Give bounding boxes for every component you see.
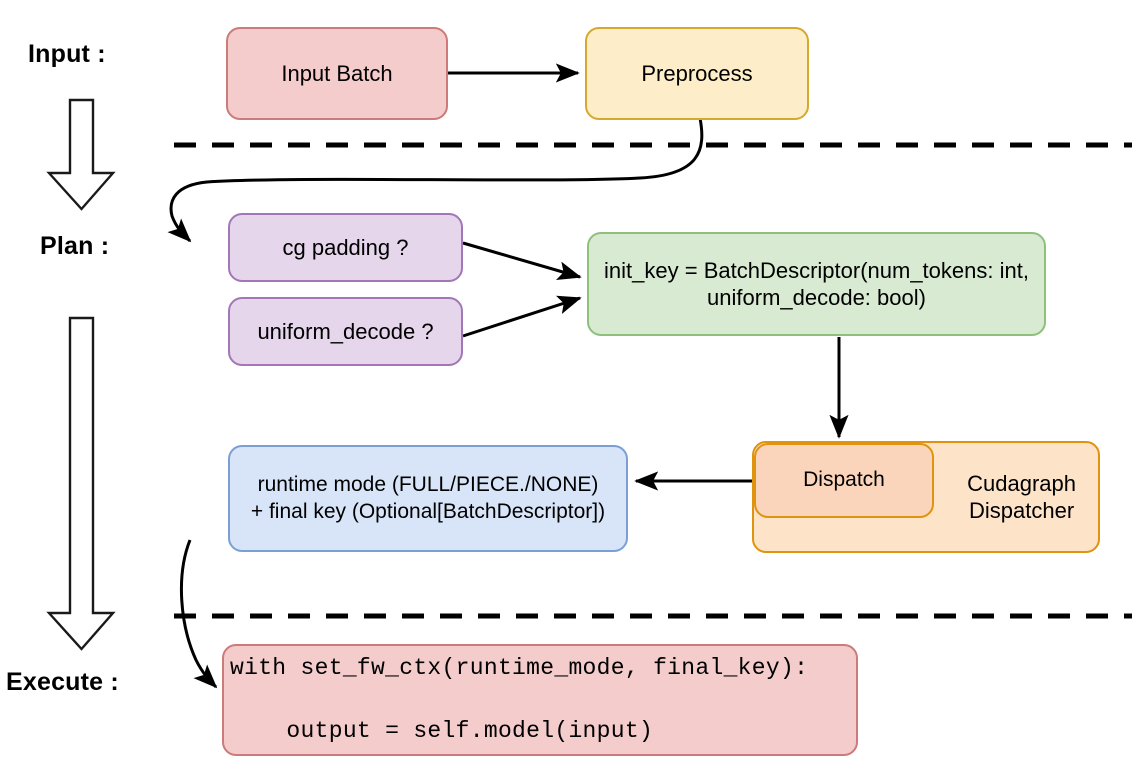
node-execute-code[interactable]: with set_fw_ctx(runtime_mode, final_key)… bbox=[222, 644, 858, 756]
plan-to-execute-block-arrow bbox=[46, 316, 116, 651]
node-dispatch[interactable]: Dispatch bbox=[754, 443, 934, 518]
node-input-batch[interactable]: Input Batch bbox=[226, 27, 448, 120]
edge-uniform-decode-to-init-key bbox=[462, 295, 582, 338]
execute-code-line-1: with set_fw_ctx(runtime_mode, final_key)… bbox=[230, 655, 809, 682]
execute-code-line-2: output = self.model(input) bbox=[230, 717, 654, 744]
input-to-plan-block-arrow bbox=[46, 98, 116, 211]
stage-label-input: Input : bbox=[28, 40, 106, 68]
stage-label-plan: Plan : bbox=[40, 232, 110, 260]
edge-runtime-mode-to-execute-code bbox=[179, 539, 218, 689]
node-init-key[interactable]: init_key = BatchDescriptor(num_tokens: i… bbox=[587, 232, 1046, 336]
node-runtime-mode[interactable]: runtime mode (FULL/PIECE./NONE) + final … bbox=[228, 445, 628, 552]
stage-label-execute: Execute : bbox=[6, 668, 119, 696]
node-uniform-decode[interactable]: uniform_decode ? bbox=[228, 297, 463, 366]
edge-cg-padding-to-init-key bbox=[462, 241, 582, 281]
node-preprocess[interactable]: Preprocess bbox=[585, 27, 809, 120]
node-cg-padding[interactable]: cg padding ? bbox=[228, 213, 463, 282]
